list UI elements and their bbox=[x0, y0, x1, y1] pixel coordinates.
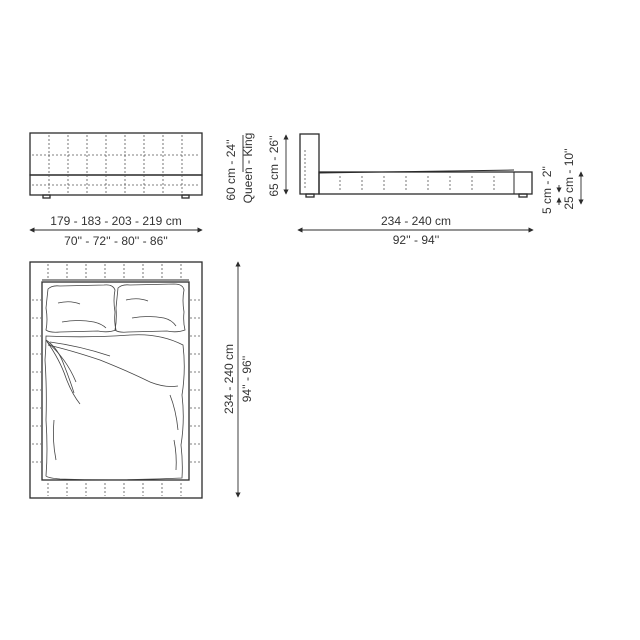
top-length-in: 94'' - 96'' bbox=[240, 356, 254, 403]
top-length-dimension: 234 - 240 cm 94'' - 96'' bbox=[222, 261, 254, 498]
top-stitching bbox=[32, 264, 200, 496]
frame-height-label: 25 cm - 10'' bbox=[562, 148, 576, 209]
front-headboard bbox=[29, 132, 203, 176]
side-foot-right bbox=[518, 193, 528, 198]
headboard-height-label: 60 cm - 24'' bbox=[224, 139, 238, 200]
foot-height-dimension: 5 cm - 2'' bbox=[540, 166, 562, 214]
front-view bbox=[29, 132, 203, 199]
side-view bbox=[299, 133, 533, 198]
top-mattress bbox=[41, 281, 190, 481]
size-label: Queen - King bbox=[241, 133, 255, 204]
front-stitching bbox=[32, 135, 200, 193]
side-headboard bbox=[299, 133, 320, 195]
side-foot-left bbox=[305, 193, 315, 198]
frame-height-dimension: 25 cm - 10'' bbox=[562, 148, 584, 210]
top-length-cm: 234 - 240 cm bbox=[222, 344, 236, 414]
front-foot-right bbox=[181, 194, 190, 199]
pillow-right bbox=[114, 283, 186, 333]
top-view bbox=[29, 261, 203, 499]
front-width-in: 70'' - 72'' - 80'' - 86'' bbox=[64, 234, 168, 248]
foot-height-label: 5 cm - 2'' bbox=[540, 166, 554, 214]
pillow-left bbox=[45, 284, 117, 333]
front-foot-left bbox=[42, 194, 51, 199]
side-length-cm: 234 - 240 cm bbox=[381, 214, 451, 228]
side-length-in: 92'' - 94'' bbox=[393, 233, 440, 247]
side-height-dimension: 65 cm - 26'' bbox=[267, 134, 289, 197]
side-frame bbox=[318, 171, 533, 195]
duvet bbox=[44, 334, 185, 481]
front-width-cm: 179 - 183 - 203 - 219 cm bbox=[50, 214, 181, 228]
front-width-dimension: 179 - 183 - 203 - 219 cm 70'' - 72'' - 8… bbox=[29, 214, 203, 248]
top-frame-outer bbox=[29, 261, 203, 499]
front-height-dimension: 60 cm - 24'' Queen - King bbox=[224, 133, 255, 204]
side-stitching bbox=[304, 150, 495, 191]
side-length-dimension: 234 - 240 cm 92'' - 94'' bbox=[297, 214, 534, 247]
front-base bbox=[29, 174, 203, 196]
total-height-label: 65 cm - 26'' bbox=[267, 135, 281, 196]
